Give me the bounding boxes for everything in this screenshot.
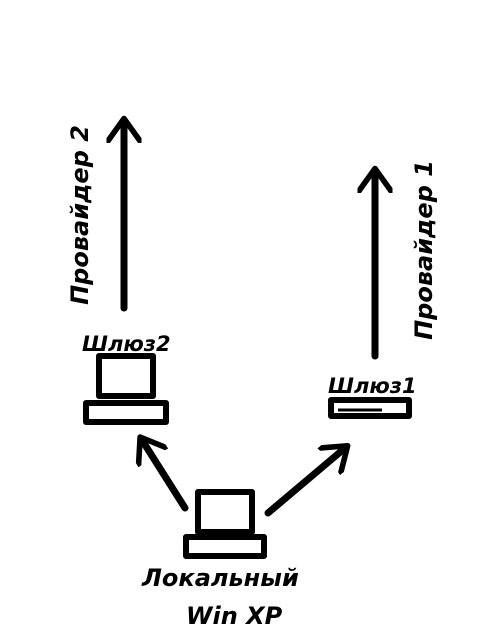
local-label: Локальный	[141, 564, 299, 592]
link-local-to-gateway2-arrow	[142, 440, 189, 512]
gateway2-label: Шлюз2	[82, 332, 171, 356]
provider2-label: Провайдер 2	[66, 125, 94, 305]
gateway1-label: Шлюз1	[328, 374, 417, 398]
local-computer-icon	[183, 489, 267, 559]
link-local-to-gateway1-arrow	[264, 448, 345, 517]
local-os-label: Win XP	[186, 602, 283, 630]
gateway2-computer-icon	[83, 353, 169, 425]
gateway1-computer-icon	[328, 397, 412, 419]
provider1-label: Провайдер 1	[410, 160, 438, 340]
